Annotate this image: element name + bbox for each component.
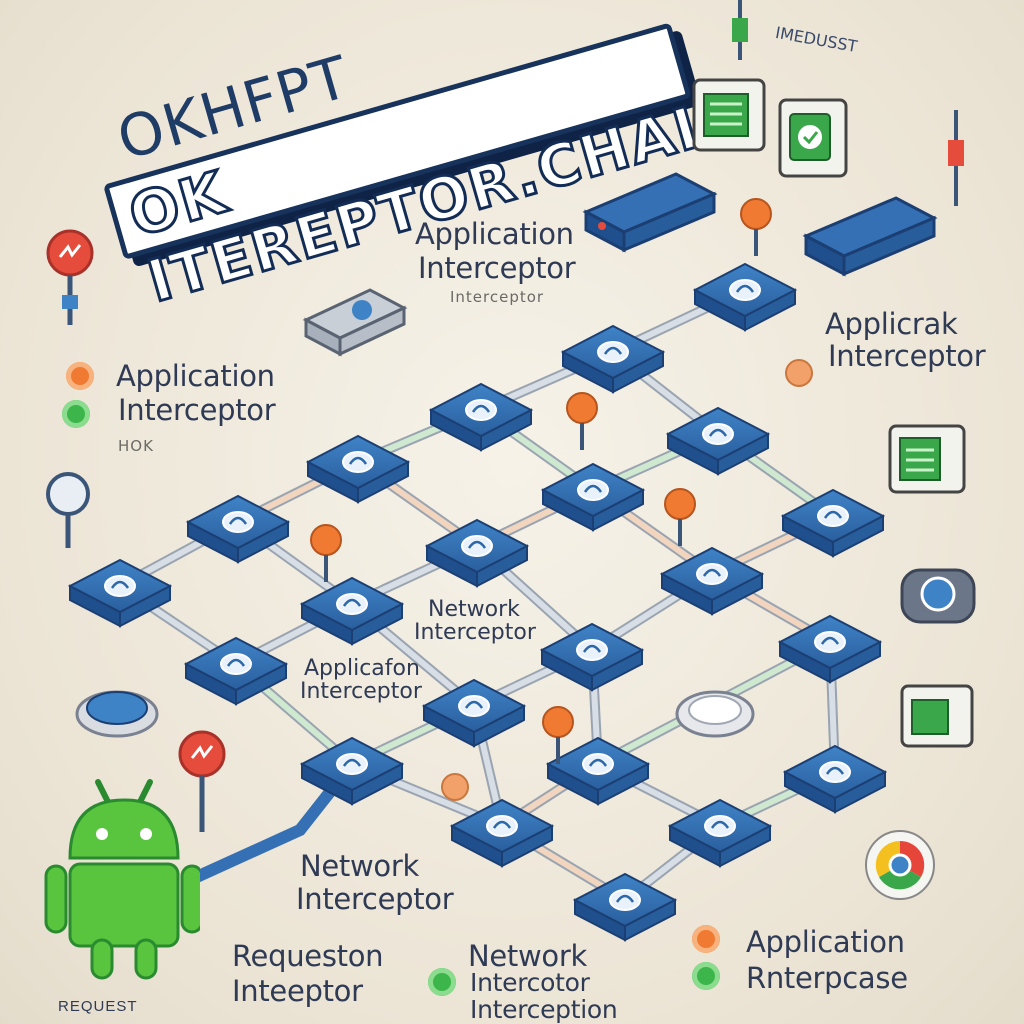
location-pin-icon [46, 229, 94, 325]
interceptor-node[interactable] [780, 488, 886, 558]
legend-right-green-dot [692, 962, 720, 990]
label-network-mid-2: Interceptor [414, 620, 536, 645]
interceptor-node-icon [458, 695, 490, 717]
interceptor-node-icon [576, 639, 608, 661]
router-device-icon [582, 172, 718, 253]
label-legend-left-1: Application [116, 359, 275, 393]
interceptor-node-icon [220, 653, 252, 675]
interceptor-node-icon [486, 815, 518, 837]
interceptor-node-icon [704, 815, 736, 837]
label-legend-left-2: Interceptor [118, 393, 276, 427]
interceptor-node-icon [817, 505, 849, 527]
interceptor-node-icon [729, 279, 761, 301]
interceptor-node-icon [577, 479, 609, 501]
label-app-interceptor-right-2: Interceptor [828, 339, 986, 373]
interceptor-node-icon [461, 535, 493, 557]
label-legend-left-blur: HOK [118, 437, 154, 455]
label-app-interceptor-mid-1: Applicafon [304, 656, 420, 681]
interceptor-node[interactable] [545, 736, 651, 806]
location-pin-icon [785, 359, 813, 387]
label-app-interceptor-top-1: Application [415, 217, 574, 251]
interceptor-node-icon [342, 451, 374, 473]
label-legend-right-2: Rnterpcase [746, 961, 908, 995]
interceptor-node[interactable] [449, 798, 555, 868]
interceptor-node-icon [104, 575, 136, 597]
monitor-device-icon [888, 424, 966, 494]
legend-green-dot [62, 400, 90, 428]
interceptor-node-icon [222, 511, 254, 533]
interceptor-node-icon [819, 761, 851, 783]
request-caption: REQUEST [58, 998, 138, 1015]
location-pin-icon [441, 773, 469, 801]
router-device-icon [302, 288, 408, 357]
label-request-interceptor-1: Requeston [232, 939, 384, 973]
legend-bottom-green-dot [428, 968, 456, 996]
router-device-icon [75, 690, 159, 738]
label-app-interceptor-right-1: Applicrak [825, 307, 958, 341]
interceptor-node[interactable] [692, 262, 798, 332]
label-app-interceptor-mid-2: Interceptor [300, 679, 422, 704]
interceptor-node[interactable] [299, 576, 405, 646]
interceptor-node[interactable] [305, 434, 411, 504]
label-app-interceptor-top-2: Interceptor [418, 251, 576, 285]
router-device-icon [900, 568, 976, 624]
interceptor-node[interactable] [665, 406, 771, 476]
legend-right-orange-dot [692, 925, 720, 953]
label-network-mid-1: Network [428, 597, 520, 622]
interceptor-node-icon [814, 631, 846, 653]
interceptor-node[interactable] [183, 636, 289, 706]
interceptor-node[interactable] [67, 558, 173, 628]
interceptor-node-icon [597, 341, 629, 363]
interceptor-node[interactable] [560, 324, 666, 394]
monitor-device-icon [692, 78, 766, 152]
interceptor-node-icon [336, 593, 368, 615]
location-pin-icon [664, 488, 696, 546]
location-pin-icon [732, 0, 748, 60]
interceptor-node[interactable] [782, 744, 888, 814]
label-request-interceptor-2: Inteeptor [232, 974, 363, 1008]
label-app-interceptor-top-sub: Interceptor [450, 288, 545, 306]
chrome-logo-icon [865, 830, 935, 900]
label-network-lower-2: Interceptor [296, 882, 454, 916]
interceptor-node-icon [336, 753, 368, 775]
legend-orange-dot [66, 362, 94, 390]
label-legend-right-1: Application [746, 925, 905, 959]
interceptor-node-icon [696, 563, 728, 585]
interceptor-node[interactable] [185, 494, 291, 564]
label-network-lower-1: Network [300, 849, 419, 883]
interceptor-node[interactable] [777, 614, 883, 684]
interceptor-node[interactable] [424, 518, 530, 588]
label-network-bottom-1: Network [468, 939, 587, 973]
interceptor-node[interactable] [659, 546, 765, 616]
label-network-bottom-2: Intercotor [470, 968, 590, 997]
interceptor-node-icon [702, 423, 734, 445]
location-pin-icon [948, 110, 964, 206]
location-pin-icon [740, 198, 772, 256]
interceptor-node[interactable] [540, 462, 646, 532]
monitor-device-icon [900, 684, 974, 748]
node-group [67, 262, 888, 942]
monitor-device-icon [778, 98, 848, 178]
location-pin-icon [178, 730, 226, 832]
interceptor-node-icon [582, 753, 614, 775]
interceptor-node[interactable] [572, 872, 678, 942]
label-network-bottom-3: Interception [470, 995, 618, 1024]
interceptor-node[interactable] [539, 622, 645, 692]
interceptor-node[interactable] [428, 382, 534, 452]
location-pin-icon [542, 706, 574, 764]
router-device-icon [675, 690, 755, 738]
interceptor-node-icon [609, 889, 641, 911]
interceptor-node[interactable] [667, 798, 773, 868]
interceptor-node[interactable] [421, 678, 527, 748]
location-pin-icon [310, 524, 342, 582]
interceptor-node[interactable] [299, 736, 405, 806]
android-robot-icon [44, 779, 200, 980]
magnifier-icon [46, 472, 90, 548]
interceptor-node-icon [465, 399, 497, 421]
router-device-icon [802, 196, 938, 277]
location-pin-icon [566, 392, 598, 450]
